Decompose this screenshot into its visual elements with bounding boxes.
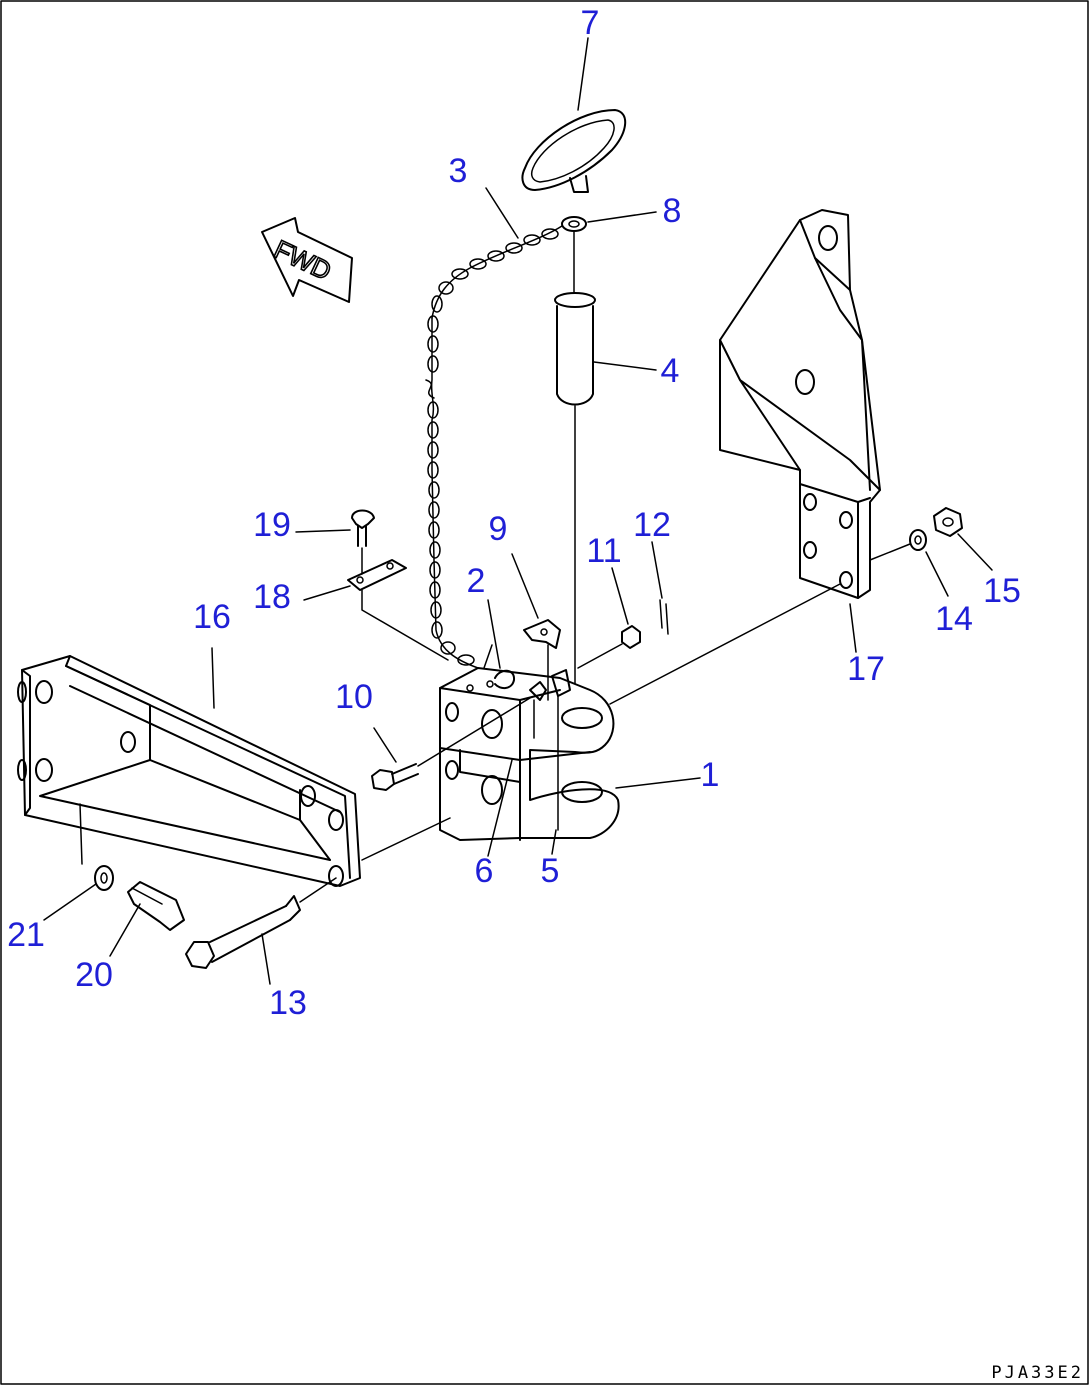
label-part-1: 1 [701,756,720,794]
right-bracket-part [609,209,911,705]
label-part-17: 17 [847,650,885,688]
reference-code: PJA33E2 [991,1363,1084,1383]
label-part-11: 11 [586,532,621,570]
label-part-4: 4 [661,352,680,390]
label-part-15: 15 [983,572,1021,610]
lock-pin-parts [529,669,571,831]
chain-end-ring-part [561,216,587,232]
washer-part-14 [909,529,927,551]
stud-part-20 [127,881,185,931]
label-part-3: 3 [449,152,468,190]
left-bracket-part [17,655,451,887]
label-part-9: 9 [489,510,508,548]
chain-anchor-part [483,644,515,690]
label-part-8: 8 [663,192,682,230]
leader-lines [43,37,993,985]
label-part-16: 16 [193,598,231,636]
hitch-block-part [439,667,620,841]
small-nut-part [577,625,641,669]
label-part-12: 12 [633,506,671,544]
cotter-pin-part [659,599,669,635]
fwd-arrow-text: FWD [270,234,336,286]
label-part-20: 20 [75,956,113,994]
label-part-21: 21 [7,916,45,954]
washer-part-21 [79,803,114,891]
label-part-18: 18 [253,578,291,616]
lock-plate-part [523,619,561,701]
nut-part-15 [933,507,963,537]
part-number-labels: 1 2 3 4 5 6 7 8 9 10 11 12 13 14 15 16 1… [7,4,1021,1022]
label-part-6: 6 [475,852,494,890]
label-part-13: 13 [269,984,307,1022]
fwd-arrow-icon: FWD [261,217,353,303]
pull-ring-part [521,109,627,193]
label-part-19: 19 [253,506,291,544]
label-part-2: 2 [467,562,486,600]
label-part-7: 7 [581,4,600,42]
label-part-5: 5 [541,852,560,890]
label-part-10: 10 [335,678,373,716]
plate-part-18 [347,559,449,661]
label-part-14: 14 [935,600,973,638]
bolt-part-10 [371,697,531,791]
hitch-pin-part [554,231,596,701]
long-bolt-part [185,877,337,969]
chain-part [425,225,563,669]
bolt-part-19 [351,509,375,575]
